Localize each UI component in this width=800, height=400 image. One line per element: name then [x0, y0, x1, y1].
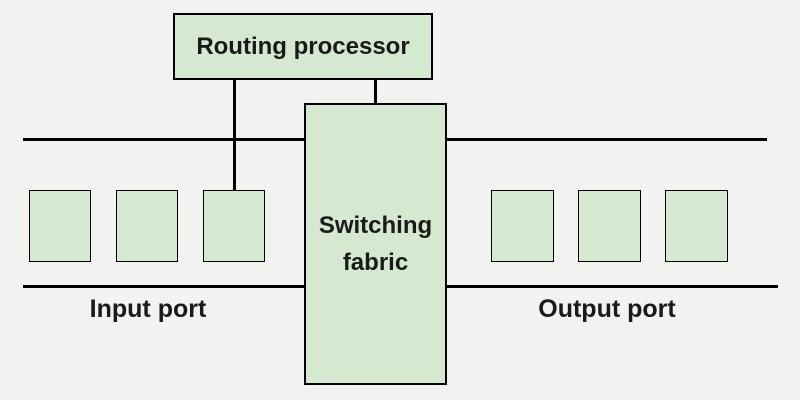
connector-routing-to-input-port: [233, 79, 236, 190]
input-port-box: [116, 190, 178, 262]
input-port-box: [203, 190, 265, 262]
routing-processor-label: Routing processor: [196, 32, 410, 60]
switching-fabric-label: Switching fabric: [318, 212, 433, 276]
connector-routing-to-switching-fabric: [374, 79, 377, 105]
output-port-label: Output port: [538, 295, 676, 323]
output-port-box: [491, 190, 554, 262]
output-port-box: [665, 190, 728, 262]
routing-processor-node: Routing processor: [173, 13, 433, 80]
input-port-box: [29, 190, 91, 262]
switching-fabric-node: Switching fabric: [304, 103, 447, 385]
output-port-box: [578, 190, 641, 262]
input-port-label: Input port: [89, 295, 207, 323]
